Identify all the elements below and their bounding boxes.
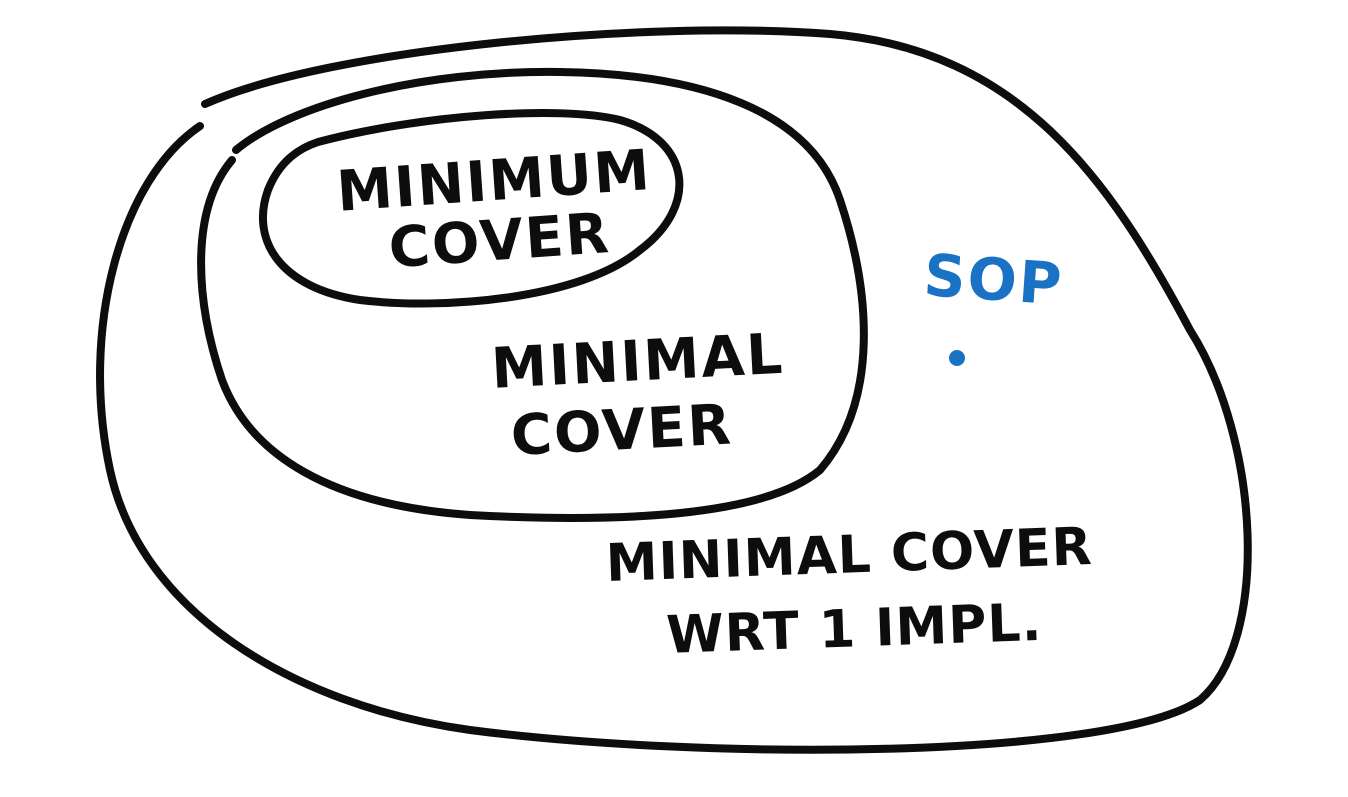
sop-point xyxy=(949,350,965,366)
minimal-cover-line1: MINIMAL xyxy=(489,321,786,402)
minimal-cover-wrt-line1: MINIMAL COVER xyxy=(604,517,1094,594)
inner-set-boundary xyxy=(259,109,684,308)
minimal-cover-wrt-line2: WRT 1 IMPL. xyxy=(665,592,1044,666)
minimal-cover-wrt-label: MINIMAL COVER WRT 1 IMPL. xyxy=(604,517,1096,666)
minimum-cover-label: MINIMUM COVER xyxy=(335,138,658,281)
middle-set-boundary xyxy=(197,67,868,522)
outer-set-boundary xyxy=(96,26,1252,754)
minimal-cover-label: MINIMAL COVER xyxy=(489,321,789,469)
sop-label: SOP xyxy=(921,241,1066,319)
